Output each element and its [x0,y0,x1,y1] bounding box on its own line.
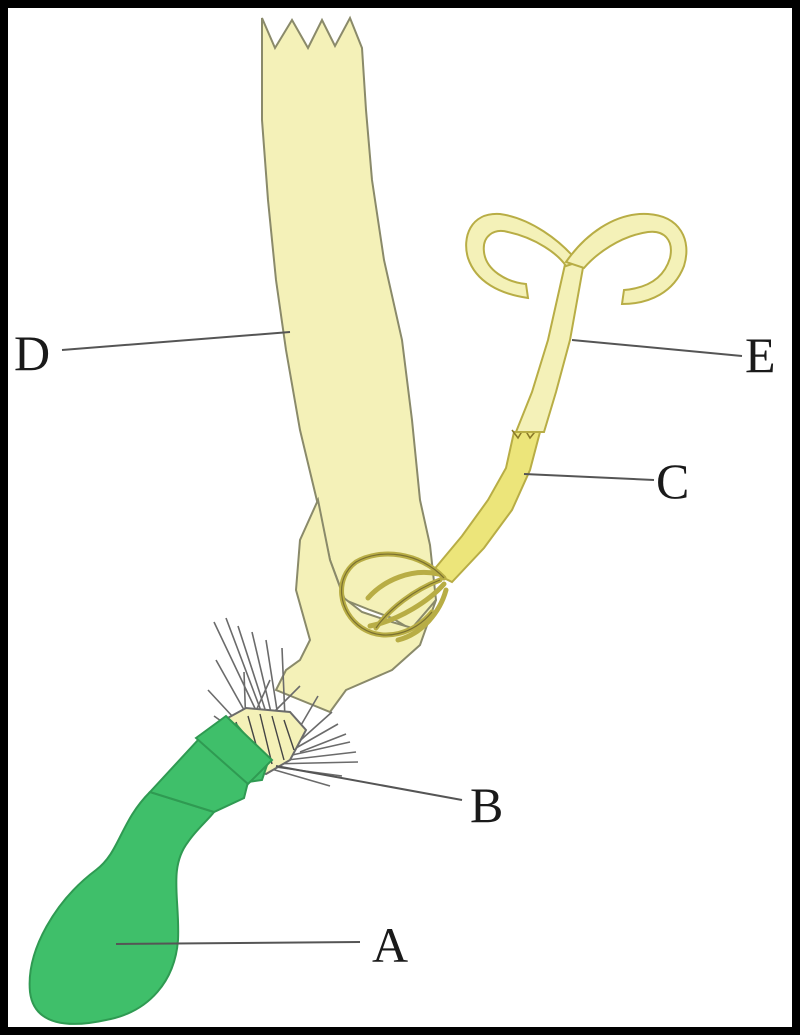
label-c: C [656,453,689,509]
label-e: E [745,327,776,383]
leader-b [276,766,462,800]
diagram-canvas: D E C B A [8,8,792,1027]
label-a: A [372,917,408,973]
label-d: D [14,325,50,381]
part-a-body [30,792,214,1024]
part-e-hook-right [566,214,686,304]
leader-e [572,340,742,356]
label-b: B [470,777,503,833]
diagram-svg: D E C B A [8,8,792,1027]
leader-c [524,474,654,480]
part-c-tube [432,432,540,582]
part-d-sheath [262,18,436,630]
leader-d [62,332,290,350]
